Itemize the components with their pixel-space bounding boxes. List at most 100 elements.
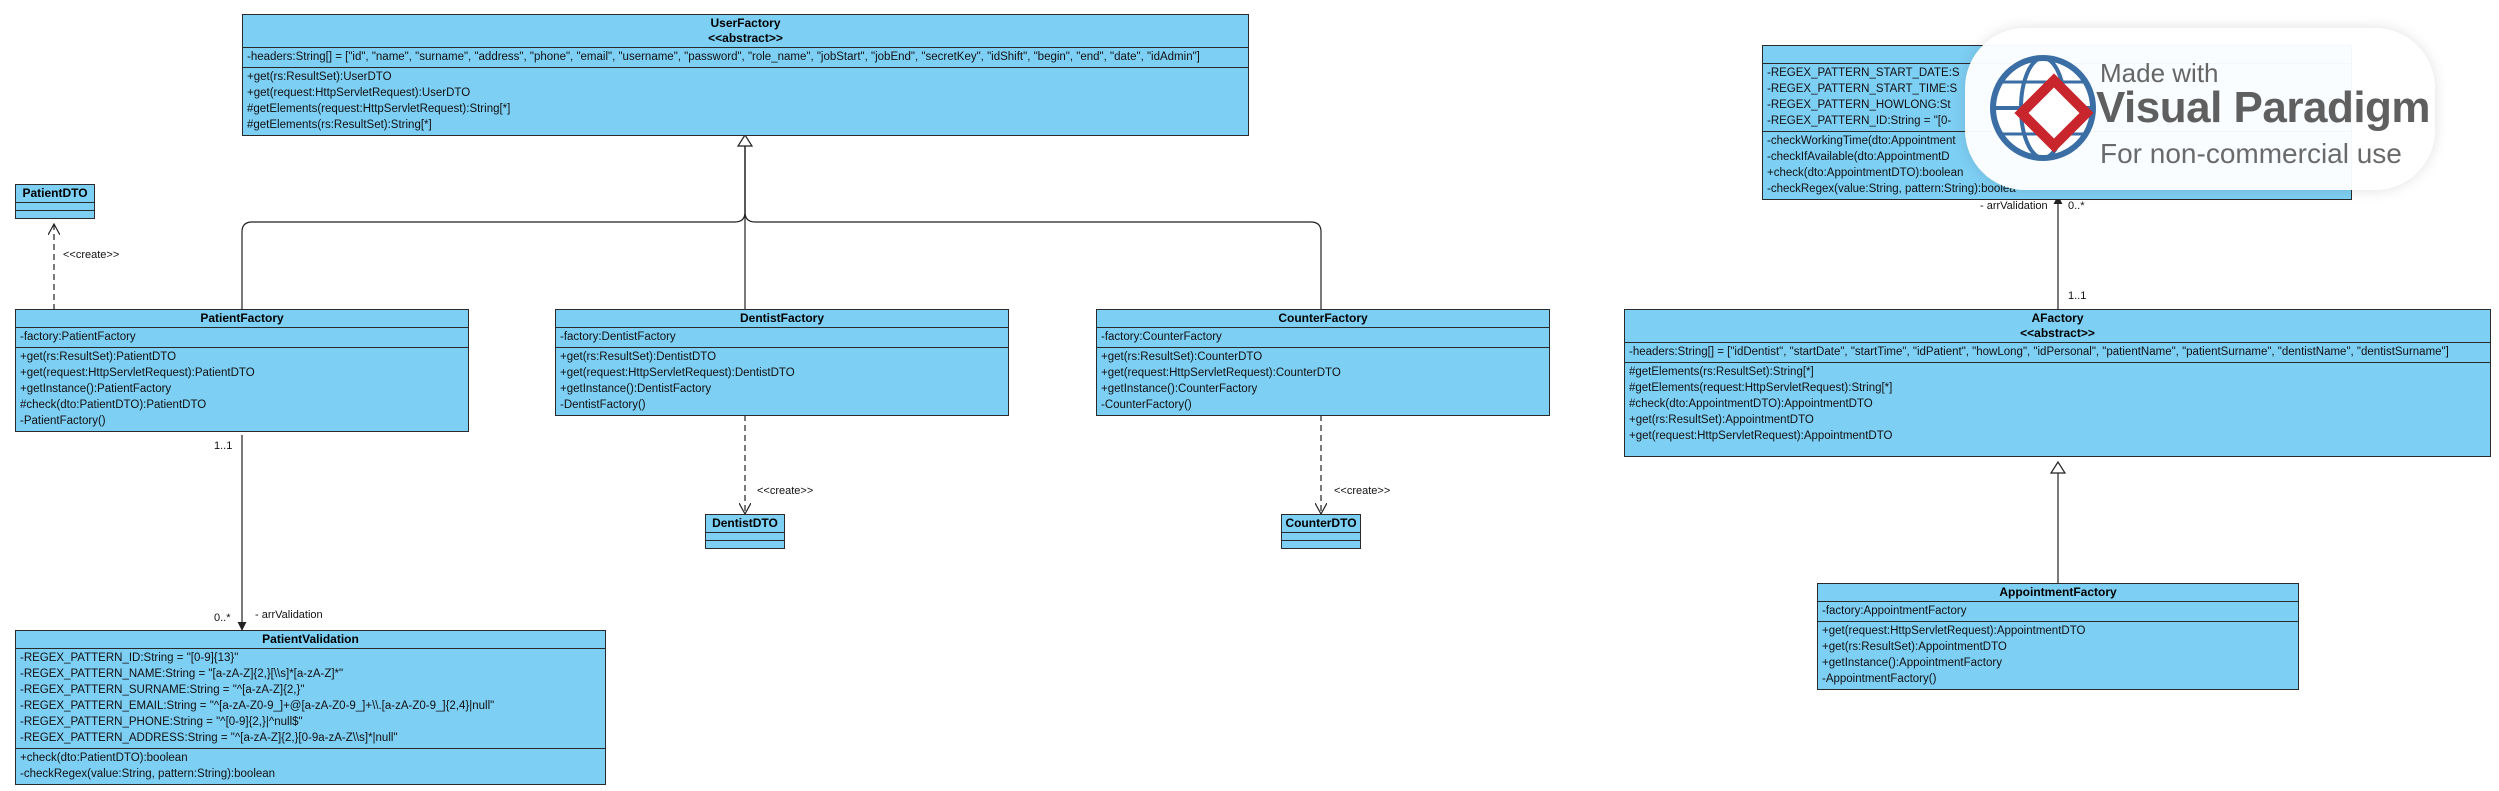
visual-paradigm-logo-icon <box>1990 55 2096 161</box>
watermark-subtitle: For non-commercial use <box>2100 138 2402 169</box>
class-name: CounterFactory <box>1278 311 1368 325</box>
attributes-section <box>16 203 94 211</box>
operations-section <box>706 541 784 548</box>
attributes-section: -factory:CounterFactory <box>1097 328 1549 348</box>
operation: -PatientFactory() <box>20 415 106 427</box>
operations-section: -checkWorkingTime(dto:Appointment -check… <box>1763 132 2351 199</box>
attribute: -REGEX_PATTERN_ID:String = "[0- <box>1767 115 1952 127</box>
multiplicity-source-patient: 1..1 <box>214 440 233 452</box>
attribute: -REGEX_PATTERN_NAME:String = "[a-zA-Z]{2… <box>20 668 344 680</box>
attributes-section <box>1282 533 1360 541</box>
operation: #getElements(request:HttpServletRequest)… <box>247 103 511 115</box>
role-label-appointment: - arrValidation <box>1980 200 2048 212</box>
class-stereotype: <<abstract>> <box>2020 326 2095 340</box>
class-patientfactory[interactable]: PatientFactory -factory:PatientFactory +… <box>15 309 469 432</box>
operation: +get(rs:ResultSet):AppointmentDTO <box>1629 414 1814 426</box>
operation: #getElements(rs:ResultSet):String[*] <box>1629 366 1814 378</box>
attributes-section <box>706 533 784 541</box>
operations-section: +get(request:HttpServletRequest):Appoint… <box>1818 622 2298 689</box>
multiplicity-target-patient: 0..* <box>214 612 231 624</box>
operations-section: +get(rs:ResultSet):UserDTO +get(request:… <box>243 68 1248 135</box>
operation: +get(request:HttpServletRequest):Patient… <box>20 367 255 379</box>
attributes-section: -factory:DentistFactory <box>556 328 1008 348</box>
operations-section: #getElements(rs:ResultSet):String[*] #ge… <box>1625 363 2490 456</box>
attribute: -REGEX_PATTERN_PHONE:String = "^[0-9]{2,… <box>20 716 303 728</box>
operation: +get(rs:ResultSet):PatientDTO <box>20 351 177 363</box>
attribute: -headers:String[] = ["idDentist", "start… <box>1629 346 2449 358</box>
operation: +get(rs:ResultSet):UserDTO <box>247 71 392 83</box>
create-label-counterdto: <<create>> <box>1334 485 1391 497</box>
class-counterfactory[interactable]: CounterFactory -factory:CounterFactory +… <box>1096 309 1550 416</box>
class-name: DentistDTO <box>712 516 778 530</box>
attributes-section: -REGEX_PATTERN_ID:String = "[0-9]{13}" -… <box>16 649 605 749</box>
class-name: AFactory <box>2031 311 2084 325</box>
operation: +getInstance():PatientFactory <box>20 383 172 395</box>
operation: -checkIfAvailable(dto:AppointmentD <box>1767 151 1950 163</box>
create-label-dentistdto: <<create>> <box>757 485 814 497</box>
multiplicity-source-appointment: 1..1 <box>2068 290 2087 302</box>
operation: -AppointmentFactory() <box>1822 673 1937 685</box>
class-afactory[interactable]: AFactory <<abstract>> -headers:String[] … <box>1624 309 2491 457</box>
operation: +get(request:HttpServletRequest):UserDTO <box>247 87 471 99</box>
operation: #check(dto:PatientDTO):PatientDTO <box>20 399 207 411</box>
class-name: DentistFactory <box>739 311 825 325</box>
attribute: -REGEX_PATTERN_ID:String = "[0-9]{13}" <box>20 652 239 664</box>
operation: +get(request:HttpServletRequest):Dentist… <box>560 367 795 379</box>
attribute: -factory:PatientFactory <box>20 331 136 343</box>
visual-paradigm-watermark: Made with Visual Paradigm For non-commer… <box>1965 28 2435 190</box>
attributes-section: -headers:String[] = ["id", "name", "surn… <box>243 48 1248 68</box>
operation: +getInstance():AppointmentFactory <box>1822 657 2002 669</box>
operation: +get(request:HttpServletRequest):Appoint… <box>1629 430 1893 442</box>
class-counterdto[interactable]: CounterDTO <box>1281 514 1361 549</box>
operation: -checkWorkingTime(dto:Appointment <box>1767 135 1956 147</box>
operations-section <box>1282 541 1360 548</box>
class-name: PatientValidation <box>262 632 359 646</box>
class-name: PatientDTO <box>22 186 88 200</box>
class-stereotype: <<abstract>> <box>708 31 783 45</box>
attributes-section: -factory:AppointmentFactory <box>1818 602 2298 622</box>
generalization-counterfactory <box>744 146 1322 310</box>
operation: +get(request:HttpServletRequest):Counter… <box>1101 367 1341 379</box>
class-dentistfactory[interactable]: DentistFactory -factory:DentistFactory +… <box>555 309 1009 416</box>
role-label-patient: - arrValidation <box>255 609 323 621</box>
attribute: -REGEX_PATTERN_START_TIME:S <box>1767 83 1958 95</box>
class-name: PatientFactory <box>200 311 284 325</box>
class-name: AppointmentFactory <box>1999 585 2117 599</box>
operation: #getElements(rs:ResultSet):String[*] <box>247 119 432 131</box>
attribute: -factory:CounterFactory <box>1101 331 1222 343</box>
class-patientvalidation[interactable]: PatientValidation -REGEX_PATTERN_ID:Stri… <box>15 630 606 785</box>
watermark-made-with: Made with <box>2100 58 2219 88</box>
generalization-triangle-afactory <box>2049 460 2067 474</box>
operation: +check(dto:PatientDTO):boolean <box>20 752 188 764</box>
class-userfactory[interactable]: UserFactory <<abstract>> -headers:String… <box>242 14 1249 136</box>
class-name: CounterDTO <box>1285 516 1357 530</box>
attribute: -REGEX_PATTERN_START_DATE:S <box>1767 67 1960 79</box>
operation: +get(rs:ResultSet):CounterDTO <box>1101 351 1263 363</box>
multiplicity-target-appointment: 0..* <box>2068 200 2085 212</box>
attribute: -factory:DentistFactory <box>560 331 676 343</box>
class-appointmentfactory[interactable]: AppointmentFactory -factory:AppointmentF… <box>1817 583 2299 690</box>
class-patientdto[interactable]: PatientDTO <box>15 184 95 219</box>
attribute: -REGEX_PATTERN_EMAIL:String = "^[a-zA-Z0… <box>20 700 495 712</box>
class-dentistdto[interactable]: DentistDTO <box>705 514 785 549</box>
operation: +getInstance():CounterFactory <box>1101 383 1258 395</box>
operation: +get(rs:ResultSet):DentistDTO <box>560 351 717 363</box>
attributes-section: -factory:PatientFactory <box>16 328 468 348</box>
create-label-patientdto: <<create>> <box>63 249 120 261</box>
operation: -checkRegex(value:String, pattern:String… <box>1767 183 2016 195</box>
attribute: -REGEX_PATTERN_SURNAME:String = "^[a-zA-… <box>20 684 305 696</box>
operations-section: +get(rs:ResultSet):PatientDTO +get(reque… <box>16 348 468 431</box>
generalization-patientfactory <box>241 146 746 310</box>
operation: -checkRegex(value:String, pattern:String… <box>20 768 276 780</box>
operation: +check(dto:AppointmentDTO):boolean <box>1767 167 1964 179</box>
attribute: -headers:String[] = ["id", "name", "surn… <box>247 51 1200 63</box>
operations-section <box>16 211 94 218</box>
attribute: -REGEX_PATTERN_ADDRESS:String = "^[a-zA-… <box>20 732 398 744</box>
generalization-triangle-userfactory <box>736 133 754 147</box>
operation: +get(rs:ResultSet):AppointmentDTO <box>1822 641 2007 653</box>
operation: #check(dto:AppointmentDTO):AppointmentDT… <box>1629 398 1873 410</box>
attributes-section: -headers:String[] = ["idDentist", "start… <box>1625 343 2490 363</box>
operations-section: +get(rs:ResultSet):DentistDTO +get(reque… <box>556 348 1008 415</box>
operation: -DentistFactory() <box>560 399 646 411</box>
operations-section: +get(rs:ResultSet):CounterDTO +get(reque… <box>1097 348 1549 415</box>
